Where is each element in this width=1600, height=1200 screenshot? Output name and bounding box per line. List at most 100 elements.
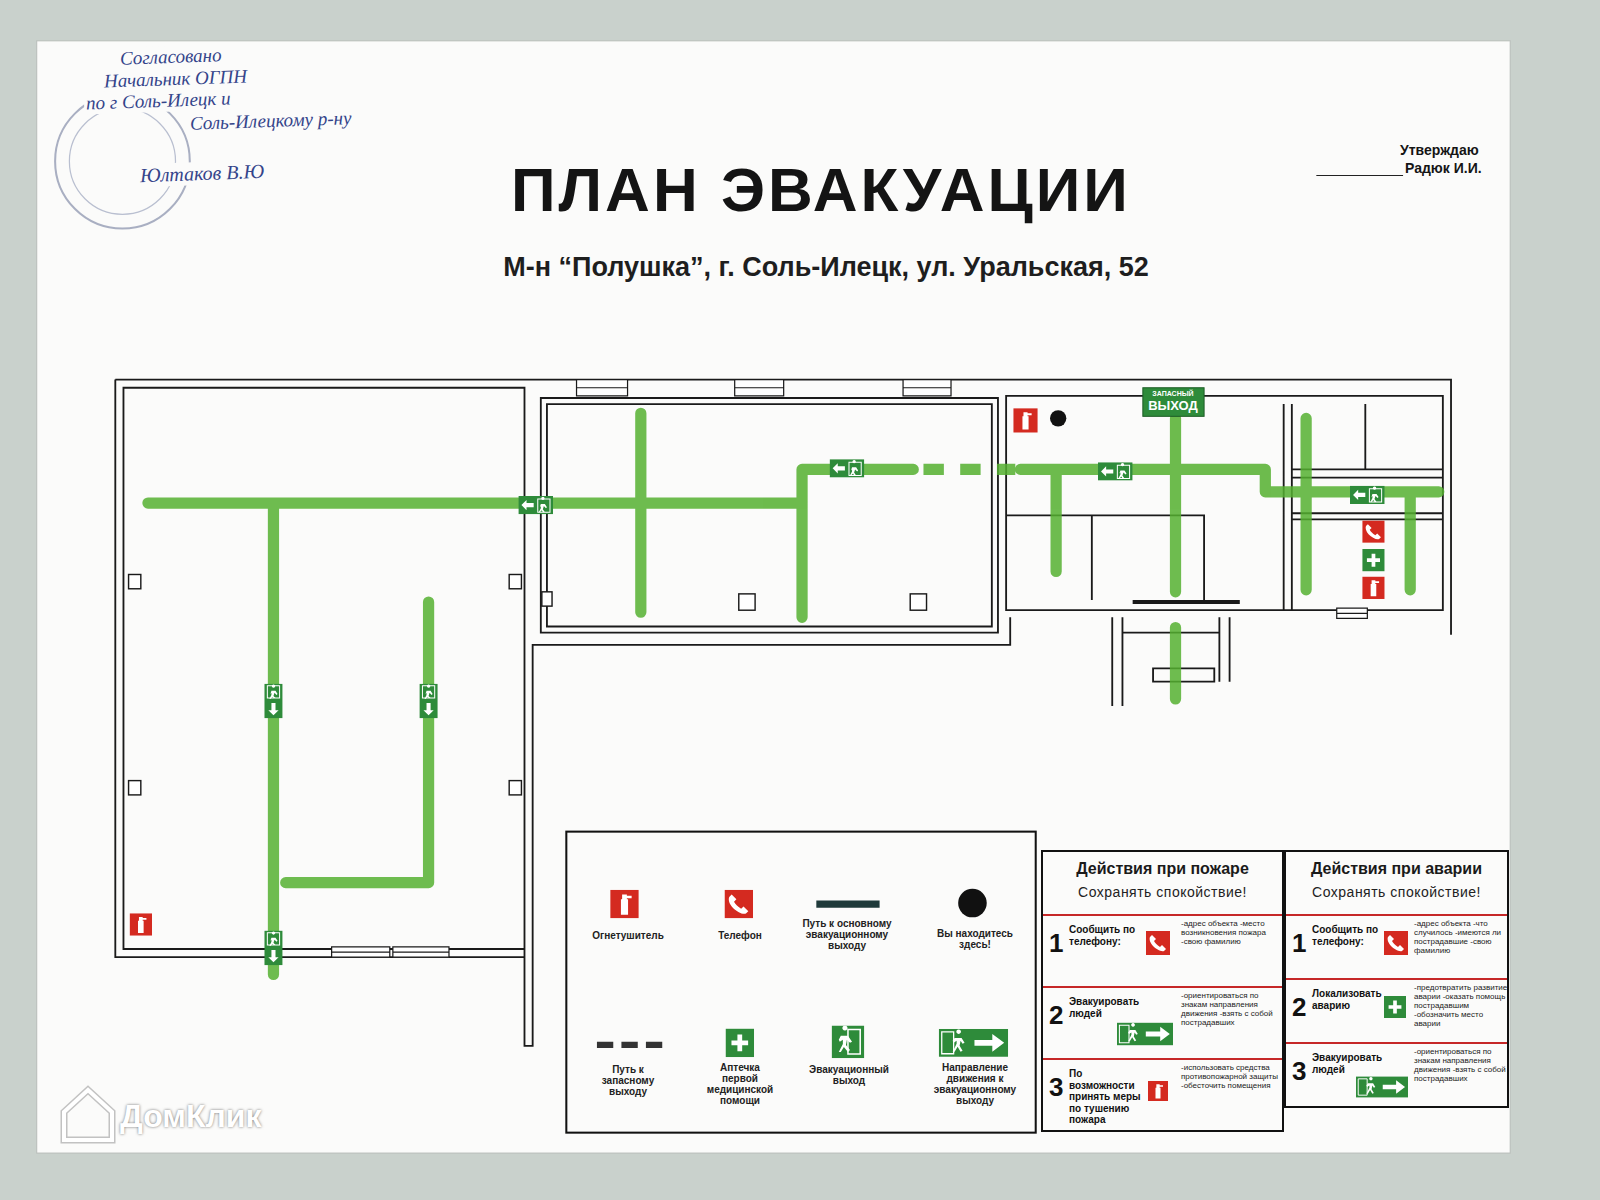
action-row: 3 Эвакуировать людей -ориентироваться по з… xyxy=(1286,1042,1507,1106)
window xyxy=(393,947,449,957)
phone-icon xyxy=(1362,520,1384,542)
legend-text: Путь к основному эвакуационному выходу xyxy=(799,918,895,951)
legend-dot xyxy=(958,889,987,918)
hall-walls xyxy=(541,398,998,633)
signature-line xyxy=(1316,175,1403,176)
watermark-house-shadow xyxy=(64,1090,112,1140)
window xyxy=(1337,608,1368,618)
window xyxy=(332,947,390,957)
legend-main-route xyxy=(816,901,879,908)
step-number: 1 xyxy=(1049,930,1063,956)
step-details: -предотвратить развитие аварии -оказать … xyxy=(1414,984,1508,1029)
column xyxy=(509,574,521,588)
legend-text: Аптечка первой медицинской помощи xyxy=(701,1062,779,1106)
exit-direction-sign xyxy=(830,459,865,477)
step-details: -адрес объекта -место возникновения пожа… xyxy=(1181,920,1281,947)
main-route xyxy=(148,413,1439,974)
exit-direction-sign xyxy=(419,684,437,719)
exit-direction-sign xyxy=(1098,462,1133,480)
handwritten-signature: Юлтаков В.Ю xyxy=(138,160,267,187)
step-number: 3 xyxy=(1049,1074,1063,1100)
action-row: 1 Сообщить по телефону: -адрес объекта -ме… xyxy=(1043,914,1282,986)
action-panel: Действия при пожареСохранять спокойствие… xyxy=(1041,850,1284,1132)
legend-text: Телефон xyxy=(700,930,780,941)
window xyxy=(577,380,628,396)
legend-extinguisher xyxy=(610,890,639,919)
panel-heading: Действия при аварии xyxy=(1286,860,1507,878)
step-number: 2 xyxy=(1049,1002,1063,1028)
window xyxy=(903,380,951,396)
step-details: -ориентироваться по знакам направления д… xyxy=(1181,992,1281,1028)
walls xyxy=(115,380,1451,1046)
column xyxy=(129,781,141,795)
direction-icon xyxy=(1117,1023,1173,1045)
evacuation-routes xyxy=(148,413,1439,974)
exit-direction-sign xyxy=(1350,486,1385,504)
watermark-house xyxy=(64,1090,112,1140)
room-walls xyxy=(1006,396,1443,610)
panel-subheading: Сохранять спокойствие! xyxy=(1043,884,1282,900)
step-number: 1 xyxy=(1292,930,1306,956)
phone-icon xyxy=(1146,931,1170,955)
step-action: Эвакуировать людей xyxy=(1312,1052,1382,1075)
stamp-ring xyxy=(69,108,175,214)
column xyxy=(739,594,755,610)
exit-direction-sign xyxy=(518,496,553,514)
outer-walls xyxy=(115,380,1451,1046)
legend-text: Эвакуационный выход xyxy=(799,1064,899,1086)
action-panel: Действия при аварииСохранять спокойствие… xyxy=(1284,850,1509,1108)
legend-first-aid xyxy=(726,1029,755,1058)
step-action: Локализовать аварию xyxy=(1312,988,1382,1011)
phone-icon xyxy=(1384,931,1408,955)
extinguisher-icon xyxy=(1362,577,1384,599)
action-row: 3По возможности принять меры по тушению … xyxy=(1043,1058,1282,1130)
legend-text: Путь к запасному выходу xyxy=(588,1064,668,1097)
exit-direction-sign xyxy=(264,684,282,719)
action-row: 2 Эвакуировать людей -ориентироваться по з… xyxy=(1043,986,1282,1058)
legend-exit xyxy=(832,1026,865,1059)
step-action: Эвакуировать людей xyxy=(1069,996,1147,1019)
exit-direction-sign xyxy=(264,931,282,966)
spare-exit-sign xyxy=(1143,388,1204,417)
extinguisher-icon xyxy=(1013,408,1037,432)
first-aid-icon xyxy=(1362,549,1384,571)
action-row: 2 Локализовать аварию -предотвратить разви… xyxy=(1286,978,1507,1042)
legend-direction xyxy=(939,1029,1008,1057)
spare-route xyxy=(923,464,1015,475)
you-are-here-dot xyxy=(1050,410,1066,426)
legend-text: Направление движения к эвакуационному вы… xyxy=(925,1062,1025,1106)
extinguisher-icon xyxy=(130,913,152,935)
watermark: ДомКлик xyxy=(120,1098,262,1135)
legend-phone xyxy=(724,890,753,919)
panel-subheading: Сохранять спокойствие! xyxy=(1286,884,1507,900)
window xyxy=(735,380,784,396)
plan-title: ПЛАН ЭВАКУАЦИИ xyxy=(511,156,1131,224)
step-number: 2 xyxy=(1292,994,1306,1020)
step-action: По возможности принять меры по тушению п… xyxy=(1069,1068,1147,1126)
stamp-ring xyxy=(55,94,190,229)
legend-text: Огнетушитель xyxy=(578,930,678,941)
column xyxy=(509,781,521,795)
panel-heading: Действия при пожаре xyxy=(1043,860,1282,878)
legend-text: Вы находитесь здесь! xyxy=(927,928,1023,950)
step-action: Сообщить по телефону: xyxy=(1069,924,1147,947)
legend-box xyxy=(566,832,1035,1133)
step-number: 3 xyxy=(1292,1058,1306,1084)
action-row: 1Сообщить по телефону:-адрес объекта -чт… xyxy=(1286,914,1507,978)
door xyxy=(1133,600,1240,604)
direction-icon xyxy=(1356,1077,1408,1098)
step-details: -использовать средства противопожарной з… xyxy=(1181,1064,1281,1091)
step-details: -ориентироваться по знакам направления д… xyxy=(1414,1048,1508,1084)
address-subtitle: М-н “Полушка”, г. Соль-Илецк, ул. Уральс… xyxy=(503,252,1148,283)
approval-label: Утверждаю xyxy=(1400,142,1479,158)
extinguisher-icon xyxy=(1148,1081,1168,1101)
column xyxy=(129,574,141,588)
sign-text: ВЫХОД xyxy=(1148,399,1198,413)
paper-sheet xyxy=(37,41,1510,1153)
column xyxy=(542,592,552,606)
approver-name: Радюк И.И. xyxy=(1405,160,1482,176)
first-aid-icon xyxy=(1384,996,1406,1018)
legend-spare-route xyxy=(597,1042,663,1048)
step-details: -адрес объекта -что случилось -имеются л… xyxy=(1414,920,1508,956)
